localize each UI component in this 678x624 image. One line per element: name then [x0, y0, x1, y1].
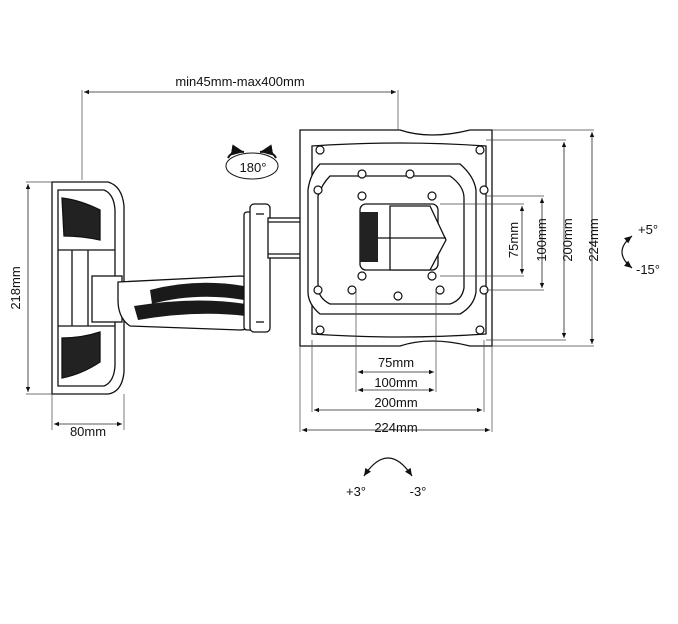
vesa-200-h-label: 200mm — [374, 395, 417, 410]
level-indicator: +3° -3° — [346, 457, 427, 499]
vesa-100-v-label: 100mm — [534, 218, 549, 261]
wall-plate-height-label: 218mm — [8, 266, 23, 309]
tilt-indicator: +5° -15° — [621, 222, 660, 277]
wall-plate-depth-label: 80mm — [70, 424, 106, 439]
vesa-75-h-label: 75mm — [378, 355, 414, 370]
vesa-plate — [299, 129, 493, 347]
vesa-75-v-label: 75mm — [506, 222, 521, 258]
plate-224-h-label: 224mm — [374, 420, 417, 435]
swivel-label: 180° — [240, 160, 267, 175]
swivel-indicator: 180° — [225, 144, 279, 180]
level-plus-label: +3° — [346, 484, 366, 499]
wall-plate — [51, 181, 125, 395]
articulating-arm — [91, 203, 309, 333]
arm-extension-label: min45mm-max400mm — [175, 74, 304, 89]
plate-224-v-label: 224mm — [586, 218, 601, 261]
vesa-100-h-label: 100mm — [374, 375, 417, 390]
level-minus-label: -3° — [410, 484, 427, 499]
tilt-up-label: +5° — [638, 222, 658, 237]
vesa-200-v-label: 200mm — [560, 218, 575, 261]
tilt-down-label: -15° — [636, 262, 660, 277]
